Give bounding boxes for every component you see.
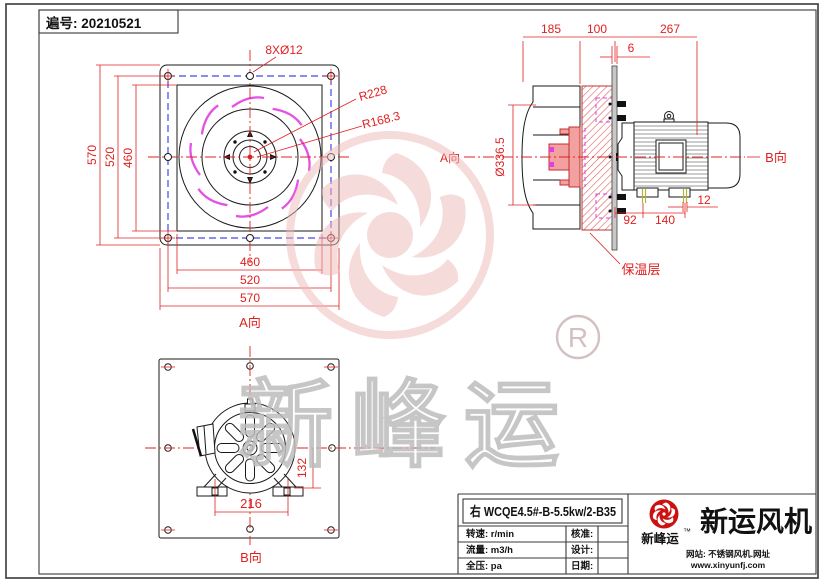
dim-520-bottom: 520 [240,273,260,287]
insulation-label: 保温层 [621,262,660,277]
impeller-blades [189,96,311,218]
motor-foot [668,187,691,198]
site-line1: 网站: 不锈钢风机.网址 [686,549,771,559]
title-block: 右 WCQE4.5#-B-5.5kw/2-B35 转速: r/min 流量: m… [457,493,816,574]
dim-impeller-dia: Ø336.5 [493,137,507,177]
sheet-border [5,3,819,579]
dim-267: 267 [660,22,680,36]
dim-570-left: 570 [85,145,99,165]
doc-number: 遍号: 20210521 [45,15,142,31]
dim-140: 140 [655,213,675,227]
dim-460-left: 460 [121,148,135,168]
rear-view-label: B向 [240,550,262,565]
dim-132: 132 [295,458,309,478]
spec-pressure: 全压: pa [465,560,503,572]
radius-note-r168: R168.3 [361,109,402,132]
motor [617,111,741,203]
model-number: 右 WCQE4.5#-B-5.5kw/2-B35 [469,504,616,519]
watermark-text: 新峰运 [238,373,577,479]
dim-520-left: 520 [103,147,117,167]
insulation-block [581,85,613,231]
rear-terminal-box [191,423,216,457]
motor-foot [636,187,659,198]
brand-sub-name: 新峰运 [641,531,679,546]
dim-100: 100 [587,22,607,36]
bolt-holes [161,69,338,245]
rear-view: 216 132 B向 [145,346,435,565]
spec-speed: 转速: r/min [466,528,514,540]
approval-check: 核准: [571,528,593,540]
front-view-label: A向 [239,315,261,330]
site-line2: www.xinyunfj.com [690,560,766,570]
holes-note: 8XØ12 [265,43,303,57]
dim-6: 6 [628,41,635,55]
trademark-symbol: ™ [683,527,691,536]
brand-logo-icon [649,499,679,529]
brand-name: 新运风机 [700,506,812,537]
approval-date: 日期: [571,560,593,572]
dim-216: 216 [240,496,262,511]
side-dim-lines [508,37,718,265]
dim-185: 185 [541,22,561,36]
dim-460-bottom: 460 [240,255,260,269]
spec-flow: 流量: m3/h [466,544,513,556]
side-view: 185 100 267 6 Ø336.5 92 140 12 A向 B向 保温层 [440,22,787,277]
svg-text:R: R [568,322,588,353]
rear-dim-lines [214,448,321,516]
terminal-box [655,139,687,174]
fan-guard-slots [216,414,284,482]
watermark-logo-icon [286,131,494,339]
dim-92: 92 [623,213,637,227]
radius-note-r228: R228 [357,82,389,103]
side-view-label-b: B向 [765,150,787,165]
dim-570-bottom: 570 [240,291,260,305]
registered-mark-icon: R [555,314,601,360]
approval-design: 设计: [571,544,593,556]
dim-12: 12 [697,193,711,207]
